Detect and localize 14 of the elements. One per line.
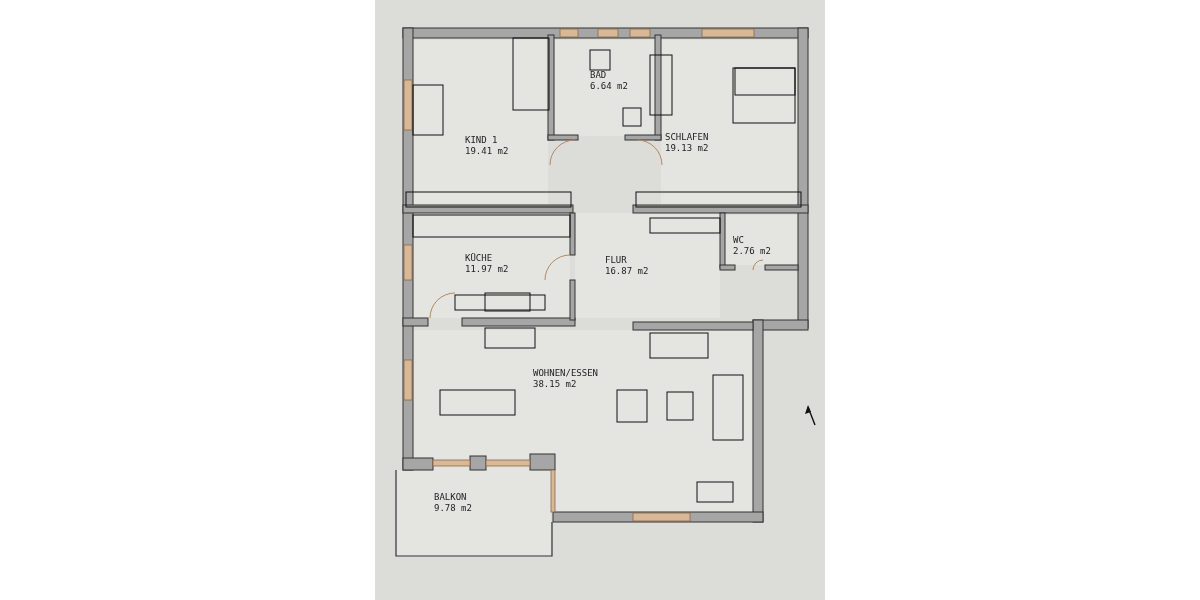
room-label: SCHLAFEN 19.13 m2: [665, 132, 709, 154]
room-label: WOHNEN/ESSEN 38.15 m2: [533, 368, 599, 390]
room-label: WC 2.76 m2: [733, 235, 771, 257]
room-label: BALKON 9.78 m2: [434, 492, 472, 514]
room-label: KÜCHE 11.97 m2: [465, 253, 509, 275]
room-label: KIND 1 19.41 m2: [465, 135, 509, 157]
room-area: [413, 40, 548, 205]
room-area: [661, 40, 798, 205]
room-label: FLUR 16.87 m2: [605, 255, 649, 277]
room-area: [555, 40, 655, 136]
room-label: BAD 6.64 m2: [590, 70, 628, 92]
room-area: [396, 470, 551, 556]
room-area: [725, 215, 798, 265]
room-area: [575, 213, 720, 318]
